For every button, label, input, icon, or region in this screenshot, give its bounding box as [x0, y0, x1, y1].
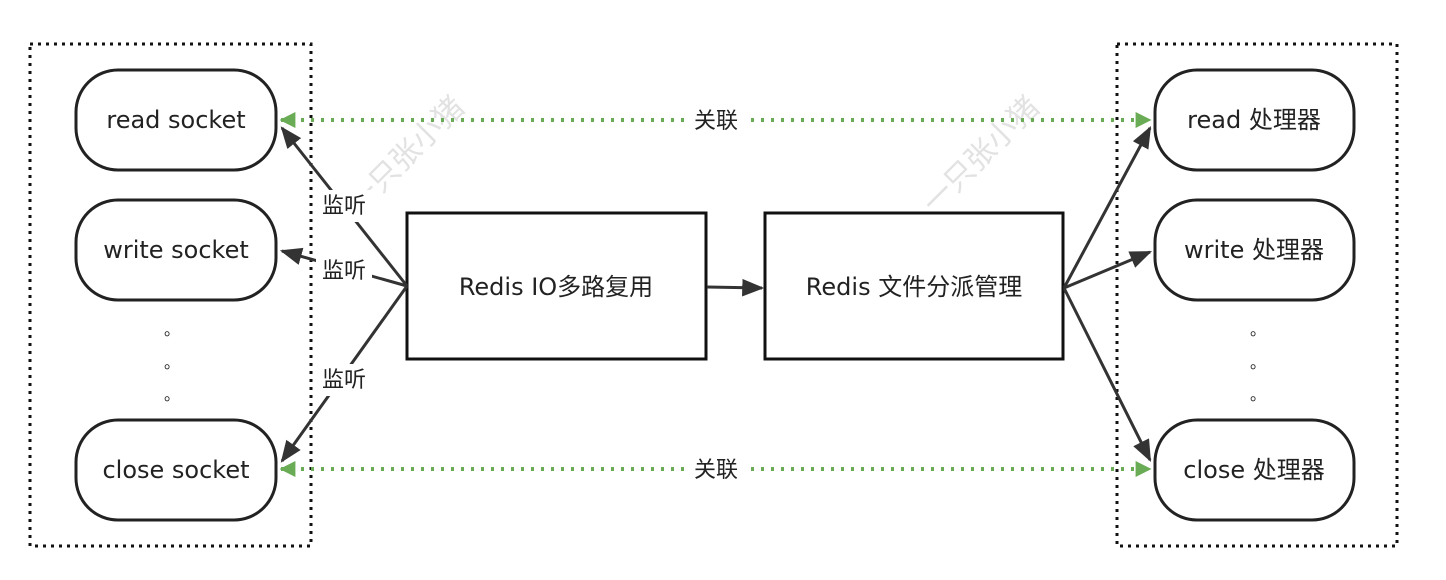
- io-multiplexer-node: [405, 211, 708, 361]
- socket-ellipsis-2: 。: [164, 353, 180, 372]
- write-socket-label: write socket: [103, 236, 249, 264]
- read-handler-label: read 处理器: [1187, 106, 1321, 134]
- close-handler-label: close 处理器: [1183, 456, 1324, 484]
- read-handler-node: [1153, 68, 1356, 172]
- close-socket-label: close socket: [102, 456, 249, 484]
- close-association-label-bg: [684, 453, 748, 485]
- listen-read-label: 监听: [322, 194, 366, 219]
- write-handler-node: [1153, 198, 1356, 302]
- dispatch-write-edge: [1063, 250, 1153, 290]
- read-socket-label: read socket: [106, 106, 245, 134]
- close-socket-node: [74, 418, 278, 522]
- read-socket-node: [74, 68, 278, 172]
- multiplexer-to-dispatcher-edge: [706, 278, 765, 297]
- io-multiplexer-label: Redis IO多路复用: [459, 273, 653, 301]
- watermark-right: 一只张小猪: [916, 90, 1047, 221]
- close-association-label: 关联: [694, 458, 738, 483]
- write-socket-node: [74, 198, 278, 302]
- listen-read-label-bg: [316, 190, 372, 222]
- listen-write-label: 监听: [322, 259, 366, 284]
- listen-write-label-bg: [316, 255, 372, 287]
- handler-ellipsis-1: 。: [1250, 320, 1266, 339]
- read-association-label-bg: [684, 104, 748, 136]
- dispatcher-node: [763, 211, 1065, 361]
- socket-ellipsis-1: 。: [164, 320, 180, 339]
- handler-group-frame: [1115, 42, 1399, 548]
- handler-ellipsis-3: 。: [1250, 385, 1266, 404]
- read-association-label: 关联: [694, 109, 738, 134]
- dispatcher-label: Redis 文件分派管理: [806, 273, 1022, 301]
- socket-ellipsis-3: 。: [164, 385, 180, 404]
- socket-group-frame: [28, 42, 313, 548]
- dispatch-read-edge: [1062, 126, 1152, 289]
- handler-ellipsis-2: 。: [1250, 353, 1266, 372]
- write-handler-label: write 处理器: [1184, 236, 1324, 264]
- dispatch-close-edge: [1062, 287, 1152, 462]
- listen-close-label: 监听: [322, 368, 366, 393]
- close-handler-node: [1153, 418, 1356, 522]
- listen-close-label-bg: [316, 364, 372, 396]
